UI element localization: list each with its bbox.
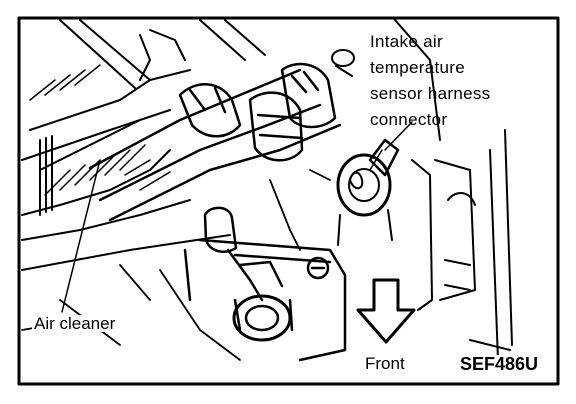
callout-hook (331, 49, 355, 77)
figure-frame (17, 16, 560, 386)
figure-code: SEF486U (458, 354, 541, 374)
front-label: Front (363, 354, 407, 373)
callout-label-line-2: temperature (370, 58, 465, 77)
hose-clamp-right (280, 62, 337, 129)
mounting-bracket (183, 238, 347, 362)
intake-air-temperature-sensor (336, 153, 393, 246)
sensor-harness-connector (368, 138, 400, 177)
callout-label-line-3: sensor harness (370, 84, 491, 103)
hose-clamp-middle (248, 91, 304, 162)
body-panel-right (394, 19, 513, 361)
callout-leader (384, 121, 413, 151)
cover-top (59, 19, 266, 89)
callout-label-line-4: connector (370, 110, 448, 129)
front-arrow (356, 278, 416, 344)
hose-clamp-upper (178, 83, 242, 138)
callout-label-line-1: Intake air (370, 32, 443, 51)
idle-valve-connector (203, 206, 294, 342)
air-cleaner-leader (61, 159, 101, 313)
air-cleaner-housing (21, 64, 231, 271)
air-cleaner-label: Air cleaner (32, 314, 118, 333)
